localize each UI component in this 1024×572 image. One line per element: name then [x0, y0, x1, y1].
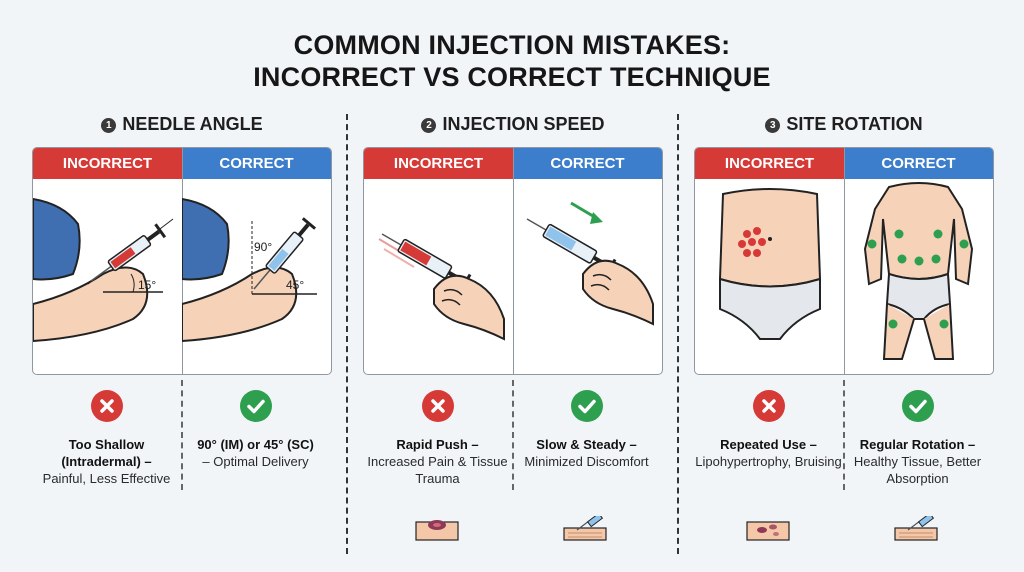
section-divider — [677, 114, 679, 554]
comparison-card: INCORRECT CORRECT — [363, 147, 663, 375]
caption-text: Healthy Tissue, Better Absorption — [853, 454, 982, 486]
arm-shallow-injection-illustration: 15° — [33, 197, 174, 343]
caption-bold: Too Shallow (Intradermal) – — [61, 437, 152, 469]
x-mark-icon — [90, 390, 123, 422]
correct-header: CORRECT — [844, 148, 993, 179]
comparison-card: INCORRECT CORRECT 15° — [32, 147, 332, 375]
caption-bold: Rapid Push – — [396, 437, 479, 452]
column-separator — [512, 380, 514, 490]
angle-label-45: 45° — [286, 278, 304, 292]
incorrect-caption: Rapid Push – Increased Pain & Tissue Tra… — [363, 436, 512, 487]
comparison-card: INCORRECT CORRECT — [694, 147, 994, 375]
checkmark-icon — [570, 390, 603, 422]
incorrect-header: INCORRECT — [695, 148, 844, 179]
section-title-text: INJECTION SPEED — [442, 114, 605, 134]
section-divider — [346, 114, 348, 554]
section-title-text: SITE ROTATION — [786, 114, 923, 134]
correct-caption: 90° (IM) or 45° (SC) – Optimal Delivery — [181, 436, 330, 470]
lumpy-skin-icon — [746, 521, 790, 541]
column-separator — [843, 380, 845, 490]
section-title-text: NEEDLE ANGLE — [122, 114, 263, 134]
caption-bold: Regular Rotation – — [859, 437, 976, 452]
title-line-1: COMMON INJECTION MISTAKES: — [293, 30, 731, 60]
section-title: 2 INJECTION SPEED — [363, 114, 663, 135]
skin-needle-icon — [894, 516, 938, 541]
section-site-rotation: 3 SITE ROTATION INCORRECT CORRECT — [694, 110, 994, 560]
title-line-2: INCORRECT VS CORRECT TECHNIQUE — [253, 62, 771, 92]
x-mark-icon — [752, 390, 785, 422]
caption-text: Increased Pain & Tissue Trauma — [367, 454, 508, 486]
section-injection-speed: 2 INJECTION SPEED INCORRECT CORRECT — [363, 110, 663, 560]
caption-text: – Optimal Delivery — [202, 454, 309, 469]
x-mark-icon — [421, 390, 454, 422]
checkmark-icon — [901, 390, 934, 422]
caption-bold: 90° (IM) or 45° (SC) — [197, 437, 314, 452]
incorrect-column: Repeated Use – Lipohypertrophy, Bruising — [694, 390, 843, 470]
incorrect-column: Rapid Push – Increased Pain & Tissue Tra… — [363, 390, 512, 487]
incorrect-header: INCORRECT — [364, 148, 513, 179]
step-number-badge: 2 — [421, 118, 437, 133]
section-title: 3 SITE ROTATION — [694, 114, 994, 135]
step-number-badge: 1 — [101, 118, 117, 133]
caption-text: Lipohypertrophy, Bruising — [695, 454, 842, 469]
column-separator — [181, 380, 183, 490]
correct-column: Slow & Steady – Minimized Discomfort — [512, 390, 661, 470]
abdomen-same-site-illustration — [718, 188, 822, 340]
section-title: 1 NEEDLE ANGLE — [32, 114, 332, 135]
caption-bold: Repeated Use – — [720, 437, 817, 452]
skin-needle-icon — [563, 516, 607, 541]
caption-text: Minimized Discomfort — [524, 454, 649, 469]
body-rotation-sites-illustration — [863, 182, 974, 360]
arm-correct-angle-illustration: 90° 45° — [182, 197, 317, 343]
correct-header: CORRECT — [513, 148, 662, 179]
section-needle-angle: 1 NEEDLE ANGLE INCORRECT CORRECT 15° — [32, 110, 332, 560]
correct-column: Regular Rotation – Healthy Tissue, Bette… — [843, 390, 992, 487]
card-split — [513, 148, 514, 374]
correct-caption: Slow & Steady – Minimized Discomfort — [512, 436, 661, 470]
step-number-badge: 3 — [765, 118, 781, 133]
incorrect-header: INCORRECT — [33, 148, 182, 179]
card-split — [844, 148, 845, 374]
checkmark-icon — [239, 390, 272, 422]
caption-text: Painful, Less Effective — [42, 471, 171, 486]
slow-steady-hand-illustration — [526, 201, 654, 326]
rapid-push-hand-illustration — [378, 233, 505, 341]
correct-caption: Regular Rotation – Healthy Tissue, Bette… — [843, 436, 992, 487]
incorrect-caption: Repeated Use – Lipohypertrophy, Bruising — [694, 436, 843, 470]
correct-column: 90° (IM) or 45° (SC) – Optimal Delivery — [181, 390, 330, 470]
bruised-skin-icon — [415, 520, 459, 541]
angle-label: 15° — [138, 278, 156, 292]
incorrect-column: Too Shallow (Intradermal) – Painful, Les… — [32, 390, 181, 487]
caption-bold: Slow & Steady – — [536, 437, 637, 452]
correct-header: CORRECT — [182, 148, 331, 179]
incorrect-caption: Too Shallow (Intradermal) – Painful, Les… — [32, 436, 181, 487]
angle-label-90: 90° — [254, 240, 272, 254]
